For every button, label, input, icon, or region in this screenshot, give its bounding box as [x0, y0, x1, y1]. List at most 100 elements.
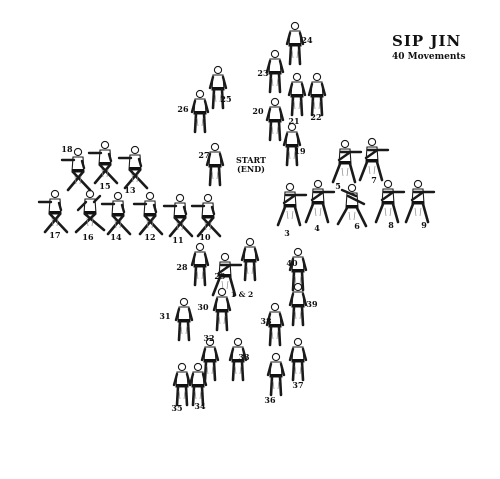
movement-number-label: 29 — [214, 271, 226, 281]
movement-number-label: 38 — [260, 316, 272, 326]
figure-legs — [66, 170, 92, 192]
figure-head — [270, 49, 280, 59]
figure-belt — [202, 215, 214, 218]
figure-head — [130, 145, 140, 155]
figure-belt — [174, 215, 186, 218]
figure-legs — [336, 206, 368, 228]
martial-artist-figure — [74, 189, 106, 234]
figure-belt — [346, 205, 358, 208]
figure-legs — [331, 162, 357, 184]
figure-shading — [221, 280, 229, 290]
figure-shading — [291, 49, 299, 59]
figure-belt — [270, 374, 282, 377]
figure-shading — [101, 168, 109, 178]
figure-head — [293, 247, 303, 257]
martial-artist-figure — [190, 193, 222, 238]
start-label-line2: (END) — [237, 164, 265, 174]
martial-artist-figure — [188, 362, 208, 407]
movement-number-label: 14 — [110, 232, 122, 242]
martial-artist-figure — [190, 89, 210, 134]
start-label-line1: START — [236, 155, 266, 165]
figure-shading — [271, 125, 279, 135]
figure-arms — [265, 312, 285, 327]
figure-head — [413, 179, 423, 189]
movement-number-label: 11 — [172, 235, 183, 245]
movement-number-label: 24 — [301, 35, 313, 45]
movement-number-label: 30 — [197, 302, 209, 312]
movement-number-label: 15 — [99, 181, 110, 191]
movement-number-label: 6 — [354, 221, 360, 231]
movement-number-label: 9 — [421, 220, 427, 230]
figure-legs — [215, 310, 229, 332]
martial-artist-figure — [132, 191, 164, 236]
figure-shading — [176, 221, 184, 231]
figure-shading — [271, 77, 279, 87]
movement-number-label: 4 — [314, 223, 320, 233]
figure-arms — [162, 204, 188, 216]
figure-head — [175, 193, 185, 203]
figure-legs — [291, 270, 305, 292]
figure-shading — [294, 310, 302, 320]
figure-legs — [404, 202, 430, 224]
figure-belt — [99, 162, 111, 165]
figure-head — [312, 72, 322, 82]
figure-head — [285, 182, 295, 192]
figure-head — [270, 97, 280, 107]
figure-head — [50, 189, 60, 199]
martial-artist-figure — [172, 362, 192, 407]
figure-arms — [287, 82, 307, 97]
martial-artist-figure — [288, 337, 308, 382]
figure-legs — [208, 165, 222, 187]
movement-number-label: 10 — [199, 232, 211, 242]
martial-artist-figure — [288, 247, 308, 292]
figure-arms — [117, 156, 143, 168]
figure-shading — [218, 315, 226, 325]
figure-shading — [272, 380, 280, 390]
martial-artist-figure — [307, 72, 327, 117]
figure-belt — [129, 167, 141, 170]
figure-arms — [410, 190, 436, 202]
figure-shading — [196, 270, 204, 280]
figure-head — [177, 362, 187, 372]
movement-number-label: 37 — [292, 380, 303, 390]
figure-shading — [293, 100, 301, 110]
figure-head — [245, 237, 255, 247]
figure-shading — [206, 365, 214, 375]
figure-head — [347, 183, 357, 193]
movement-number-label: 13 — [124, 185, 136, 195]
martial-artist-figure — [200, 337, 220, 382]
figure-belt — [291, 94, 303, 97]
martial-artist-figure — [265, 49, 285, 94]
martial-artist-figure — [60, 147, 92, 192]
figure-belt — [212, 87, 224, 90]
figure-belt — [292, 269, 304, 272]
movement-number-label: 39 — [306, 299, 318, 309]
figure-legs — [285, 145, 299, 167]
figure-head — [292, 72, 302, 82]
figure-legs — [288, 44, 302, 66]
figure-belt — [289, 43, 301, 46]
martial-artist-figure — [87, 140, 119, 185]
figure-head — [217, 287, 227, 297]
figure-legs — [304, 202, 330, 224]
figure-shading — [204, 221, 212, 231]
figure-belt — [311, 94, 323, 97]
figure-head — [113, 191, 123, 201]
figure-arms — [307, 82, 327, 97]
movement-number-label: 22 — [310, 112, 321, 122]
figure-head — [205, 337, 215, 347]
figure-legs — [168, 216, 194, 238]
figure-arms — [265, 107, 285, 122]
figure-shading — [196, 117, 204, 127]
figure-shading — [414, 207, 422, 217]
figure-head — [203, 193, 213, 203]
movement-number-label: 23 — [257, 68, 269, 78]
figure-belt — [84, 211, 96, 214]
martial-artist-figure — [287, 72, 307, 117]
figure-arms — [288, 347, 308, 362]
figure-legs — [243, 260, 257, 282]
movement-number-label: 36 — [264, 395, 276, 405]
figure-head — [73, 147, 83, 157]
figure-belt — [192, 384, 204, 387]
figure-head — [271, 352, 281, 362]
